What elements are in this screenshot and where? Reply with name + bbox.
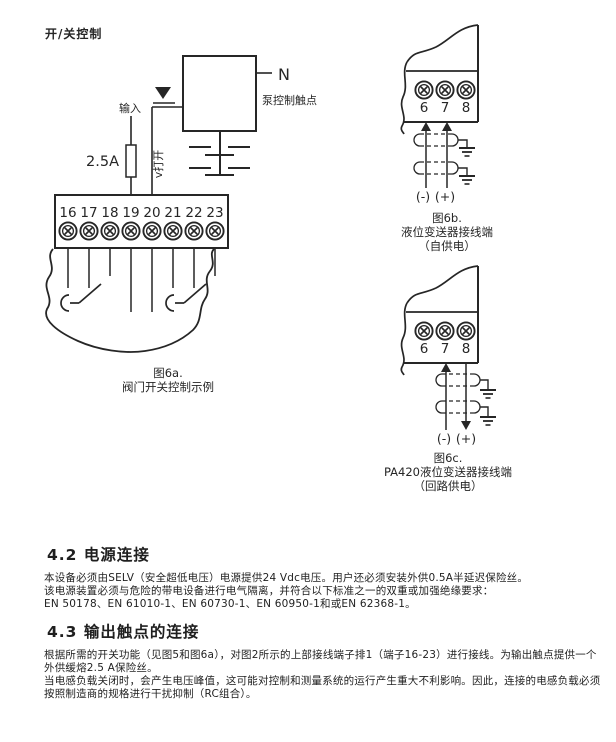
terminal-number: 19 xyxy=(122,205,139,221)
wiring-diagrams: N 泵控制触点 输入 2.5A v打开 16 17 18 19 20 21 22… xyxy=(45,24,512,493)
figure-6a xyxy=(45,55,272,353)
screw-terminal-icon xyxy=(414,321,434,341)
screw-terminal-icon xyxy=(121,221,141,241)
screw-terminal-icon xyxy=(142,221,162,241)
terminal-number: 7 xyxy=(441,341,450,357)
terminal-number: 20 xyxy=(143,205,160,221)
section-4-2-paragraph: 该电源装置必须与危险的带电设备进行电气隔离，并符合以下标准之一的双重或加强绝缘要… xyxy=(44,585,494,597)
fuse-icon xyxy=(125,144,137,178)
figure-6b-caption-title: 液位变送器接线端 xyxy=(401,225,493,239)
terminal-number: 22 xyxy=(185,205,202,221)
figure-6b-caption-number: 图6b. xyxy=(432,211,462,225)
screw-terminal-icon xyxy=(456,80,476,100)
figure-6c xyxy=(400,265,497,430)
torn-edge-left xyxy=(400,302,408,376)
figure-6c-caption-subtitle: （回路供电） xyxy=(414,479,483,493)
screw-terminal-icon xyxy=(58,221,78,241)
section-4-3-title: 4.3 输出触点的连接 xyxy=(47,623,200,641)
arrow-down-icon xyxy=(461,421,471,430)
shield-ground-lead xyxy=(480,379,489,390)
pump-contact-box xyxy=(182,55,257,132)
terminal-number: 23 xyxy=(206,205,223,221)
terminal-number: 18 xyxy=(101,205,118,221)
open-wire xyxy=(151,106,183,195)
figure-6a-caption-number: 图6a. xyxy=(153,366,183,380)
section-4-2-title: 4.2 电源连接 xyxy=(47,546,150,564)
minus-polarity-label: (-) xyxy=(416,189,430,204)
section-output-contact-connection: 4.3 输出触点的连接 根据所需的开关功能（见图5和图6a），对图2所示的上部接… xyxy=(44,620,606,701)
screw-terminal-icon xyxy=(205,221,225,241)
screw-terminal-icon xyxy=(100,221,120,241)
terminal-number: 8 xyxy=(462,341,471,357)
screw-terminal-icon xyxy=(456,321,476,341)
arrow-up-icon xyxy=(421,122,431,131)
page-title: 开/关控制 xyxy=(45,27,103,41)
pump-symbol-icon xyxy=(189,131,250,176)
plus-polarity-label: (+) xyxy=(456,431,476,446)
terminal-number: 21 xyxy=(164,205,181,221)
shield-ground-lead xyxy=(458,139,468,148)
minus-polarity-label: (-) xyxy=(437,431,451,446)
shield-ground-lead xyxy=(480,406,489,417)
connection-arrow-icon xyxy=(155,87,171,99)
terminal-numbers-16-23: 16 17 18 19 20 21 22 23 xyxy=(59,205,223,221)
changeover-contact-2 xyxy=(165,283,207,312)
figure-6b xyxy=(400,24,479,188)
terminal-number: 6 xyxy=(420,341,429,357)
input-label: 输入 xyxy=(119,101,141,115)
screw-terminal-icon xyxy=(163,221,183,241)
screw-terminal-icon xyxy=(435,321,455,341)
figure-6a-caption-title: 阀门开关控制示例 xyxy=(122,380,214,394)
cable-shield-icon xyxy=(435,400,481,414)
terminal-strip xyxy=(54,194,229,249)
figure-6c-caption-number: 图6c. xyxy=(434,451,463,465)
plus-polarity-label: (+) xyxy=(435,189,455,204)
screw-terminal-icon xyxy=(79,221,99,241)
terminal-number: 7 xyxy=(441,100,450,116)
shield-ground-lead xyxy=(458,167,468,176)
screw-terminal-icon xyxy=(435,80,455,100)
relay-wires xyxy=(67,248,216,312)
terminal-number: 6 xyxy=(420,100,429,116)
section-4-2-paragraph: EN 50178、EN 61010-1、EN 60730-1、EN 60950-… xyxy=(44,598,416,610)
ground-icon xyxy=(479,416,497,426)
ground-icon xyxy=(479,389,497,399)
pump-contact-label: 泵控制触点 xyxy=(262,93,317,107)
screw-terminal-icon xyxy=(184,221,204,241)
torn-edge-top xyxy=(406,24,479,63)
terminal-number: 16 xyxy=(59,205,76,221)
figure-6b-caption-subtitle: （自供电） xyxy=(418,239,476,253)
arrow-up-icon xyxy=(442,122,452,131)
section-4-3-paragraph: 当电感负载关闭时，会产生电压峰值，这可能对控制和测量系统的运行产生重大不利影响。… xyxy=(44,675,601,700)
ground-icon xyxy=(458,147,476,157)
open-label: v打开 xyxy=(151,150,165,179)
cable-shield-icon xyxy=(413,161,459,175)
fuse-rating-label: 2.5A xyxy=(86,154,119,170)
neutral-label: N xyxy=(278,65,290,84)
torn-edge-top xyxy=(406,265,479,304)
screw-terminals xyxy=(58,221,225,241)
terminal-number: 8 xyxy=(462,100,471,116)
terminal-number: 17 xyxy=(80,205,97,221)
terminal-numbers-678: 6 7 8 xyxy=(420,100,471,116)
figure-6c-caption-title: PA420液位变送器接线端 xyxy=(384,465,512,479)
cable-shield-icon xyxy=(413,133,459,147)
terminal-numbers-678: 6 7 8 xyxy=(420,341,471,357)
arrow-up-icon xyxy=(441,363,451,372)
section-4-3-paragraph: 根据所需的开关功能（见图5和图6a），对图2所示的上部接线端子排1（端子16-2… xyxy=(44,649,597,674)
torn-edge-left xyxy=(400,61,408,135)
section-power-connection: 4.2 电源连接 本设备必须由SELV（安全超低电压）电源提供24 Vdc电压。… xyxy=(44,543,606,611)
section-4-2-paragraph: 本设备必须由SELV（安全超低电压）电源提供24 Vdc电压。用户还必须安装外供… xyxy=(44,572,529,584)
ground-icon xyxy=(458,175,476,185)
changeover-contact-1 xyxy=(60,283,102,312)
blob-outline xyxy=(45,248,215,353)
screw-terminal-icon xyxy=(414,80,434,100)
cable-shield-icon xyxy=(435,373,481,387)
